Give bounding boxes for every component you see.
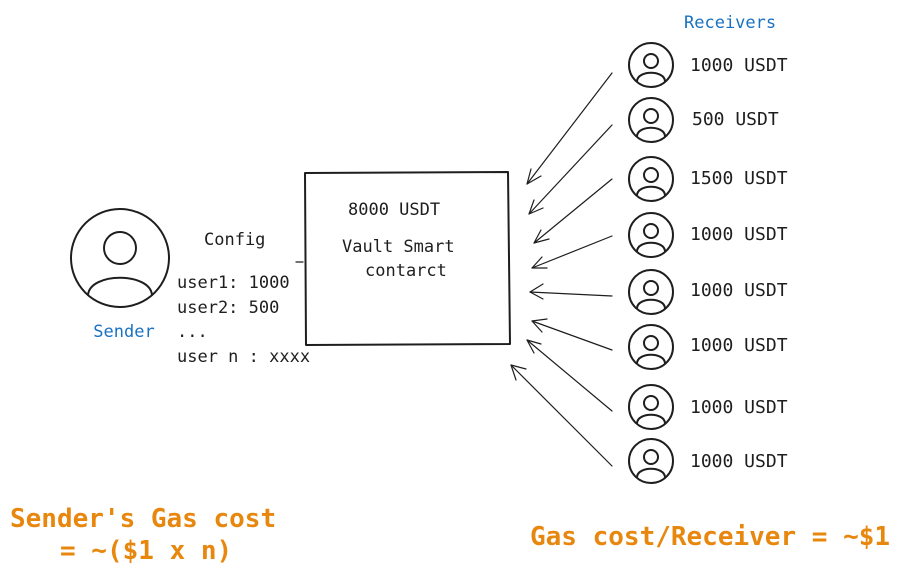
config-line-2: user2: 500 — [177, 298, 279, 318]
receiver-arrows — [510, 72, 613, 467]
receiver-user-icon — [628, 384, 674, 430]
config-title: Config — [204, 230, 265, 250]
sender-gas-cost-line-2: = ~($1 x n) — [60, 536, 232, 566]
receiver-5: 1000 USDT — [628, 269, 788, 315]
vault-name-line-1: Vault Smart — [342, 237, 455, 257]
vault-name-line-2: contarct — [365, 261, 447, 281]
receiver-amount: 1000 USDT — [690, 451, 788, 472]
arrow-receiver-7 — [526, 339, 613, 412]
receiver-user-icon — [628, 42, 674, 88]
receivers-title: Receivers — [684, 13, 776, 33]
receiver-2: 500 USDT — [628, 97, 779, 143]
receiver-amount: 1000 USDT — [690, 224, 788, 245]
arrow-receiver-6 — [531, 318, 613, 351]
receiver-amount: 1000 USDT — [690, 335, 788, 356]
vault-amount: 8000 USDT — [348, 200, 440, 220]
sender-node: Sender — [70, 208, 170, 342]
receiver-user-icon — [628, 97, 674, 143]
receiver-amount: 1000 USDT — [690, 55, 788, 76]
receiver-amount: 1000 USDT — [690, 397, 788, 418]
receiver-user-icon — [628, 438, 674, 484]
receiver-4: 1000 USDT — [628, 212, 788, 258]
receiver-gas-cost: Gas cost/Receiver = ~$1 — [530, 522, 890, 552]
receiver-user-icon — [628, 324, 674, 370]
receiver-8: 1000 USDT — [628, 438, 788, 484]
receiver-amount: 1000 USDT — [690, 280, 788, 301]
sender-gas-cost: Sender's Gas cost = ~($1 x n) — [10, 504, 276, 566]
arrow-receiver-3 — [533, 178, 613, 244]
sender-gas-cost-line-1: Sender's Gas cost — [10, 504, 276, 534]
arrow-receiver-4 — [531, 235, 613, 269]
receiver-user-icon — [628, 156, 674, 202]
receivers-list: 1000 USDT 500 USDT 1500 USDT — [628, 42, 788, 484]
receiver-amount: 1500 USDT — [690, 168, 788, 189]
arrow-receiver-8 — [510, 364, 613, 467]
arrow-receiver-5 — [529, 283, 613, 300]
config-line-3: ... — [177, 322, 208, 342]
sender-label: Sender — [93, 322, 154, 342]
arrow-receiver-2 — [528, 124, 613, 215]
vault-box-outline — [304, 171, 511, 346]
receiver-1: 1000 USDT — [628, 42, 788, 88]
arrow-receiver-1 — [526, 72, 613, 185]
receiver-3: 1500 USDT — [628, 156, 788, 202]
receiver-6: 1000 USDT — [628, 324, 788, 370]
config-block: Config user1: 1000 user2: 500 ... user n… — [177, 230, 310, 367]
sender-user-icon — [70, 208, 170, 308]
receiver-7: 1000 USDT — [628, 384, 788, 430]
vault-contract-box: 8000 USDT Vault Smart contarct — [304, 171, 511, 346]
receiver-amount: 500 USDT — [692, 109, 779, 130]
config-line-4: user n : xxxx — [177, 347, 310, 367]
receiver-user-icon — [628, 212, 674, 258]
config-line-1: user1: 1000 — [177, 273, 290, 293]
receiver-user-icon — [628, 269, 674, 315]
